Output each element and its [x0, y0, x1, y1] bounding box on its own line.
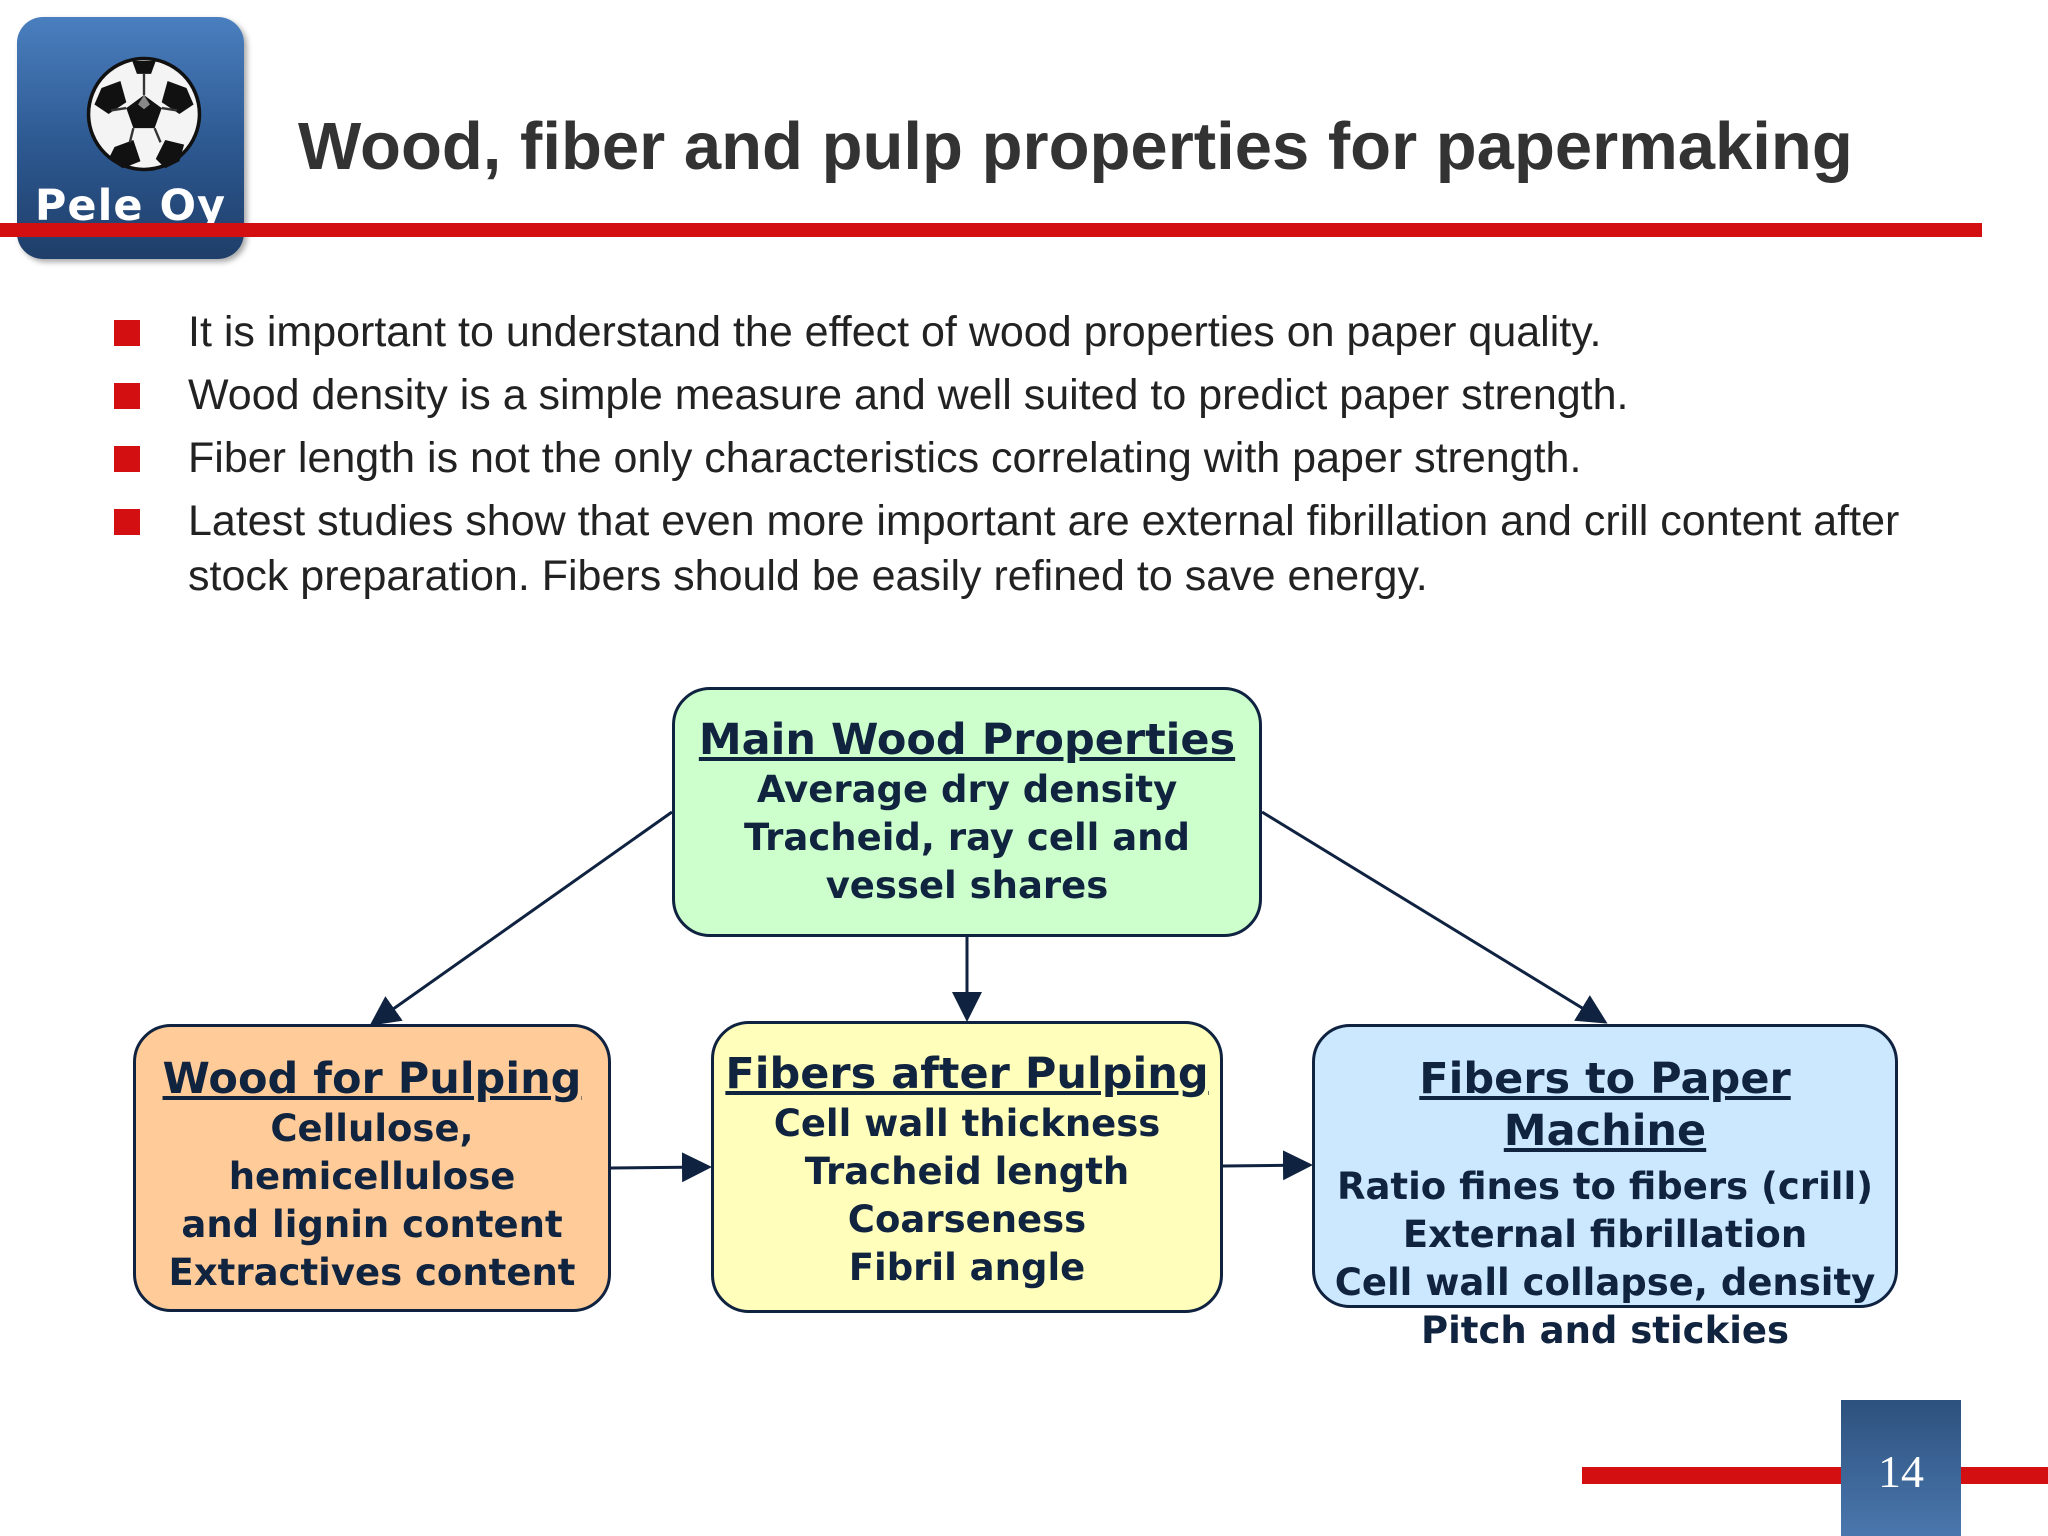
square-bullet-icon [114, 320, 140, 346]
box-line: Fibril angle [848, 1246, 1086, 1289]
footer-rule [1582, 1467, 2048, 1484]
page-number: 14 [1878, 1446, 1924, 1497]
page-number-box: 14 [1841, 1400, 1961, 1536]
bullet-item: Latest studies show that even more impor… [114, 494, 1914, 604]
arrow-fibers-to-machine [1222, 1150, 1313, 1181]
arrow-wood-to-fibers [610, 1152, 712, 1183]
pele-oy-logo: Pele Oy [17, 17, 244, 259]
bullet-text: Fiber length is not the only characteris… [188, 434, 1582, 482]
box-line: Extractives content [168, 1251, 576, 1294]
bullet-text: Latest studies show that even more impor… [188, 497, 1900, 600]
square-bullet-icon [114, 383, 140, 409]
box-line: Cell wall thickness [773, 1102, 1161, 1145]
square-bullet-icon [114, 509, 140, 535]
box-line: Coarseness [847, 1198, 1087, 1241]
box-line: Cell wall collapse, density [1334, 1261, 1876, 1304]
box-line: External fibrillation [1402, 1213, 1808, 1256]
logo-text: Pele Oy [34, 181, 227, 231]
box-line: Average dry density [756, 768, 1178, 811]
slide-title: Wood, fiber and pulp properties for pape… [298, 109, 1853, 184]
box-line: Tracheid, ray cell and [743, 816, 1190, 859]
box-line: hemicellulose [228, 1155, 516, 1198]
bullet-item: It is important to understand the effect… [114, 305, 1914, 360]
arrow-main-to-wood [369, 810, 673, 1026]
soccer-ball-icon [86, 56, 202, 172]
main-wood-properties-box: Main Wood Properties Average dry density… [672, 687, 1262, 937]
bullet-item: Fiber length is not the only characteris… [114, 431, 1914, 486]
box-line: Cellulose, [270, 1107, 474, 1150]
box-line: Pitch and stickies [1420, 1309, 1790, 1352]
fibers-after-pulping-box: Fibers after Pulping Cell wall thickness… [711, 1021, 1223, 1313]
box-title: Fibers to Paper Machine [1419, 1054, 1791, 1156]
box-line: vessel shares [825, 864, 1109, 907]
bullet-text: It is important to understand the effect… [188, 308, 1602, 356]
box-title: Fibers after Pulping [725, 1049, 1209, 1099]
fibers-to-paper-machine-box: Fibers to Paper Machine Ratio fines to f… [1312, 1024, 1898, 1352]
box-line: Tracheid length [804, 1150, 1130, 1193]
bullet-item: Wood density is a simple measure and wel… [114, 368, 1914, 423]
arrow-main-to-machine [1261, 810, 1608, 1024]
wood-for-pulping-box: Wood for Pulping Cellulose, hemicellulos… [133, 1024, 611, 1312]
box-line: Ratio fines to fibers (crill) [1336, 1165, 1874, 1208]
bullet-list: It is important to understand the effect… [114, 305, 1914, 612]
square-bullet-icon [114, 446, 140, 472]
box-title: Wood for Pulping [162, 1054, 582, 1104]
title-underline-rule [0, 223, 1982, 237]
box-title: Main Wood Properties [698, 715, 1236, 765]
bullet-text: Wood density is a simple measure and wel… [188, 371, 1629, 419]
box-line: and lignin content [181, 1203, 563, 1246]
